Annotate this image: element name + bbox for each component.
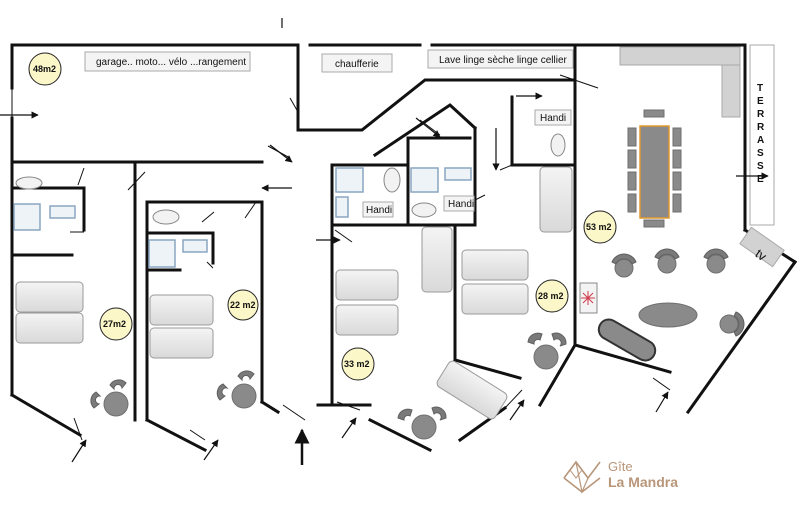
- dining-table: [627, 109, 682, 228]
- living-armchairs: [611, 248, 745, 337]
- coffee-table: [638, 302, 698, 328]
- sofa: [597, 318, 657, 362]
- seating-room4: [527, 332, 567, 370]
- logo-line2: La Mandra: [608, 474, 678, 490]
- bathroom-room2: [148, 209, 208, 268]
- logo: Gîte La Mandra: [563, 459, 678, 495]
- tv-unit: tv: [739, 226, 785, 268]
- terrace-label: T E R R A S S E: [757, 83, 767, 185]
- bathroom-handi-top: Handi: [534, 109, 572, 157]
- svg-text:53 m2: 53 m2: [586, 222, 612, 232]
- area-badge-room4: 28 m2: [535, 279, 569, 313]
- bathroom-room1: [13, 176, 76, 231]
- svg-text:33 m2: 33 m2: [344, 359, 370, 369]
- entry-arrows: [0, 92, 769, 465]
- terrace: T E R R A S S E: [749, 44, 775, 226]
- svg-text:28 m2: 28 m2: [538, 291, 564, 301]
- laundry-label: Lave linge sèche linge cellier: [427, 49, 574, 69]
- mountain-logo-icon: [563, 460, 601, 495]
- garage-label: garage.. moto... vélo ...rangement: [84, 51, 251, 72]
- svg-text:48m2: 48m2: [33, 64, 56, 74]
- seating-room1: [90, 379, 129, 417]
- logo-line1: Gîte: [608, 459, 633, 474]
- seating-room2: [216, 370, 257, 409]
- svg-text:Lave linge sèche linge cellier: Lave linge sèche linge cellier: [439, 55, 568, 66]
- svg-text:22 m2: 22 m2: [230, 300, 256, 310]
- doors: [11, 18, 746, 441]
- svg-text:Handi: Handi: [448, 199, 474, 210]
- boiler-label: chaufferie: [321, 53, 393, 73]
- svg-text:Handi: Handi: [366, 205, 392, 216]
- area-badge-room2: 22 m2: [227, 289, 259, 321]
- walls: [9, 43, 798, 453]
- bathroom-handi-right: Handi: [410, 167, 475, 218]
- area-badge-garage: 48m2: [28, 52, 62, 86]
- svg-text:chaufferie: chaufferie: [335, 59, 379, 70]
- svg-text:Handi: Handi: [540, 113, 566, 124]
- area-badge-room3: 33 m2: [341, 347, 375, 381]
- beds: [15, 166, 573, 420]
- svg-text:27m2: 27m2: [103, 319, 126, 329]
- fireplace: [579, 282, 598, 314]
- svg-text:garage.. moto... vélo ...range: garage.. moto... vélo ...rangement: [96, 57, 246, 68]
- kitchen-counter: [619, 46, 741, 118]
- bathroom-handi-left: Handi: [335, 167, 401, 218]
- area-badge-living: 53 m2: [583, 210, 617, 244]
- area-badge-room1: 27m2: [99, 307, 133, 341]
- seating-room3: [397, 406, 447, 440]
